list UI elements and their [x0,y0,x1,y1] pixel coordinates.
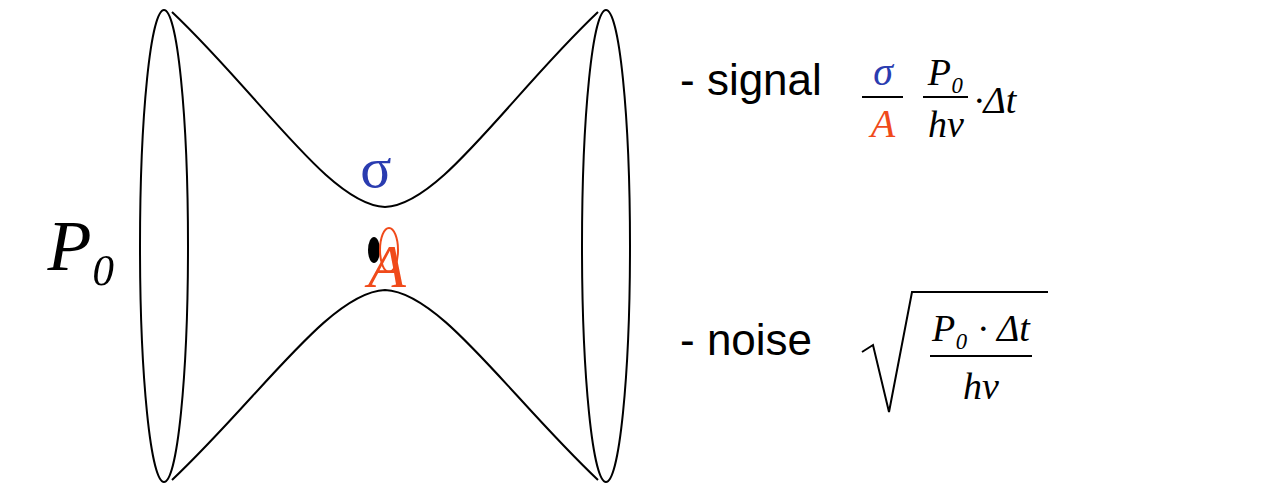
sqrt-sign [862,292,1048,412]
formula-term: hν [963,367,999,405]
signal-label: - signal [680,58,822,102]
fraction-bar [930,355,1032,357]
formula-term: hν [928,105,964,143]
formula-term: A [871,104,895,144]
lens-ellipse [140,10,188,482]
cross-section-symbol: σ [360,139,391,197]
noise-label: - noise [680,318,812,362]
beam-envelope [172,290,598,480]
lens-ellipse [582,10,630,482]
fraction-bar [862,96,903,98]
formula-term: σ [873,52,893,92]
area-symbol: A [368,235,406,297]
formula-term: P₀ · Δt [932,309,1030,347]
beam-envelope [172,12,598,207]
formula-term: ·Δt [974,81,1016,119]
formula-term: P₀ [928,53,964,91]
fraction-bar [923,96,968,98]
power-symbol: P₀ [47,210,116,282]
